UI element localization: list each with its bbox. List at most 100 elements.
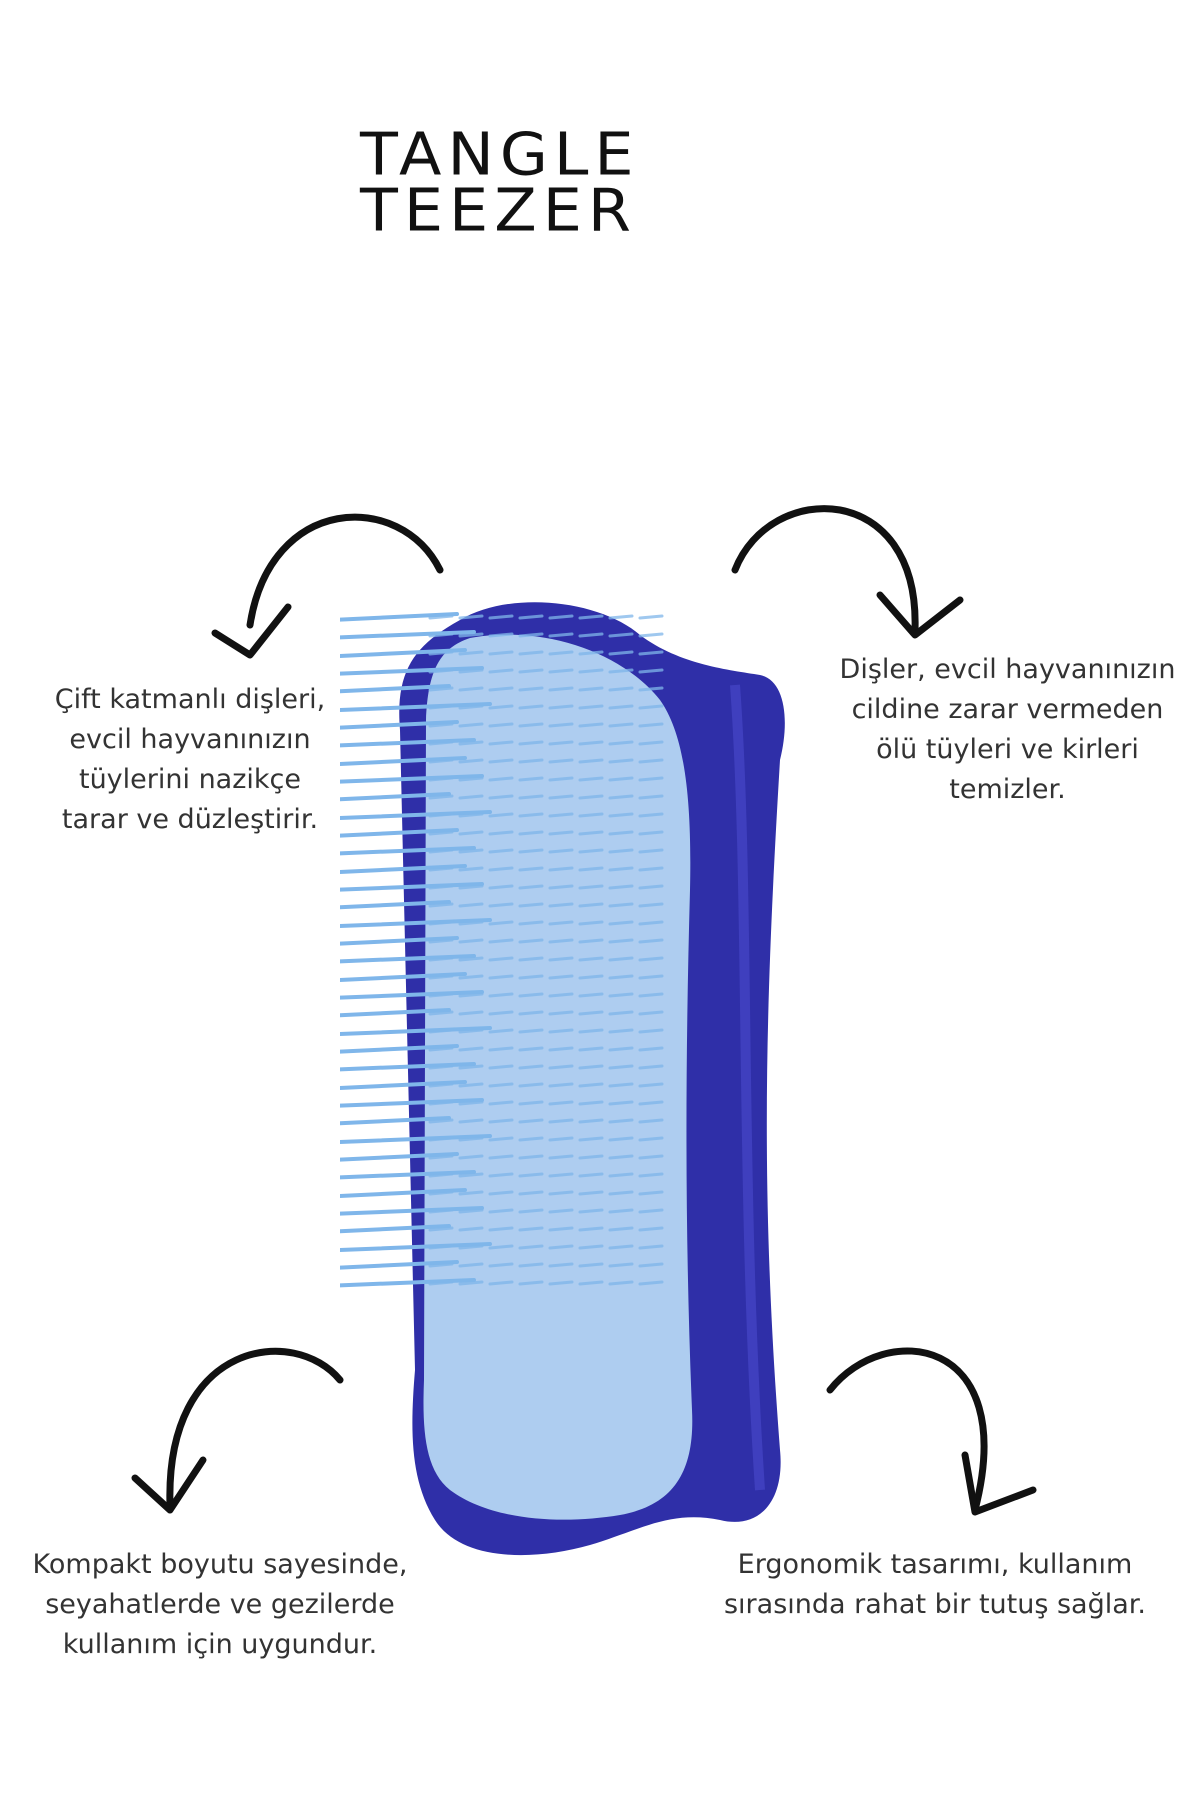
bristle	[548, 884, 574, 890]
bristle	[578, 1154, 604, 1160]
bristle	[548, 1280, 574, 1286]
bristle	[340, 1206, 484, 1216]
callout-top-right: Dişler, evcil hayvanınızın cildine zarar…	[815, 650, 1200, 810]
bristle	[578, 992, 604, 998]
bristle	[518, 1136, 544, 1142]
callout-text-line: evcil hayvanınızın	[69, 724, 311, 755]
bristle	[578, 1028, 604, 1034]
bristle	[488, 1118, 514, 1124]
bristle	[488, 1100, 514, 1106]
bristle	[608, 866, 634, 872]
bristle	[488, 776, 514, 782]
bristle	[608, 704, 634, 710]
bristle	[340, 1044, 459, 1054]
bristle	[458, 1190, 484, 1196]
bristle	[518, 686, 544, 692]
bristle	[428, 1028, 454, 1034]
bristle	[458, 632, 484, 638]
bristle	[518, 848, 544, 854]
bristle	[488, 1010, 514, 1016]
bristle	[548, 1118, 574, 1124]
bristle	[458, 1100, 484, 1106]
bristle	[548, 650, 574, 656]
bristle	[608, 1136, 634, 1142]
bristle	[608, 920, 634, 926]
callout-text-line: sırasında rahat bir tutuş sağlar.	[723, 1589, 1146, 1620]
bristle	[638, 1190, 664, 1196]
bristle	[458, 938, 484, 944]
curved-arrow-top-right-icon	[731, 505, 964, 639]
bristle	[428, 1226, 454, 1232]
bristle	[340, 1116, 451, 1126]
bristle	[548, 1028, 574, 1034]
bristle	[608, 776, 634, 782]
bristle	[518, 776, 544, 782]
bristle	[638, 1136, 664, 1142]
bristle	[428, 974, 454, 980]
bristle	[340, 774, 484, 784]
bristle	[608, 740, 634, 746]
bristle	[458, 902, 484, 908]
callout-text-line: seyahatlerde ve gezilerde	[45, 1589, 395, 1620]
bristle	[458, 686, 484, 692]
bristle	[578, 740, 604, 746]
bristle	[458, 974, 484, 980]
bristle	[518, 1190, 544, 1196]
bristle	[638, 866, 664, 872]
bristle	[548, 794, 574, 800]
bristle	[548, 866, 574, 872]
bristle	[458, 614, 484, 620]
bristle	[518, 938, 544, 944]
bristle	[608, 1226, 634, 1232]
bristle	[578, 866, 604, 872]
bristle	[518, 1244, 544, 1250]
bristle	[458, 1118, 484, 1124]
bristle	[638, 1100, 664, 1106]
bristle	[340, 720, 459, 730]
bristle	[638, 1262, 664, 1268]
bristle	[548, 704, 574, 710]
bristle	[638, 650, 664, 656]
bristle	[578, 902, 604, 908]
bristle	[518, 704, 544, 710]
bristle	[548, 812, 574, 818]
callout-text-line: tüylerini nazikçe	[78, 764, 301, 795]
bristle	[518, 1280, 544, 1286]
bristle	[340, 918, 492, 928]
bristle	[340, 684, 451, 694]
bristle	[518, 650, 544, 656]
bristle	[638, 938, 664, 944]
brush-pad	[423, 634, 693, 1520]
bristle	[608, 722, 634, 728]
bristle	[638, 740, 664, 746]
bristle	[578, 848, 604, 854]
callout-text-line: cildine zarar vermeden	[851, 694, 1164, 725]
bristle	[488, 758, 514, 764]
bristle	[518, 920, 544, 926]
bristle	[578, 1100, 604, 1106]
bristle	[548, 1262, 574, 1268]
bristle	[638, 1028, 664, 1034]
bristle	[488, 1262, 514, 1268]
bristle	[578, 884, 604, 890]
bristle	[608, 668, 634, 674]
bristle	[458, 812, 484, 818]
logo-line-2: TEEZER	[360, 175, 637, 245]
bristle	[340, 1008, 451, 1018]
bristle	[488, 704, 514, 710]
bristle	[518, 974, 544, 980]
bristle	[428, 866, 454, 872]
bristle	[518, 722, 544, 728]
bristle	[340, 756, 467, 766]
bristle	[488, 1280, 514, 1286]
bristle	[578, 1226, 604, 1232]
bristle	[548, 722, 574, 728]
bristle	[518, 1226, 544, 1232]
bristle	[638, 1082, 664, 1088]
bristle	[458, 920, 484, 926]
bristle	[608, 1172, 634, 1178]
bristle	[488, 956, 514, 962]
bristle	[488, 1028, 514, 1034]
bristle	[578, 722, 604, 728]
bristle	[518, 740, 544, 746]
